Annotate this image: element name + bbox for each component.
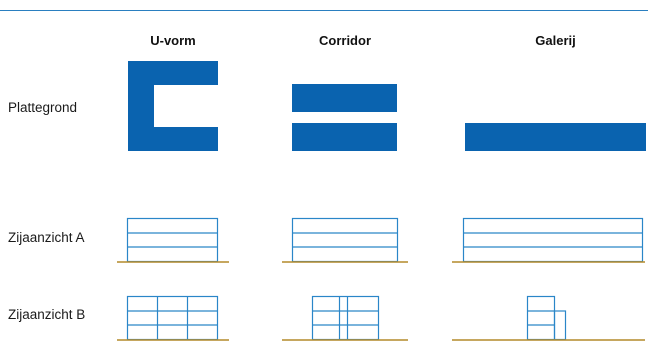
row-label-zijaanzicht-a: Zijaanzicht A <box>8 230 85 245</box>
zijaanzicht-a-u-vorm <box>117 217 229 263</box>
column-header-corridor: Corridor <box>319 33 371 48</box>
column-header-galerij: Galerij <box>535 33 576 48</box>
plattegrond-galerij <box>465 123 646 151</box>
top-rule <box>0 10 648 11</box>
plattegrond-u-vorm <box>128 61 218 151</box>
zijaanzicht-a-corridor <box>282 217 408 263</box>
zijaanzicht-a-galerij <box>452 217 645 263</box>
zijaanzicht-b-corridor <box>282 295 408 341</box>
plattegrond-corridor <box>292 84 397 151</box>
row-label-zijaanzicht-b: Zijaanzicht B <box>8 307 86 322</box>
zijaanzicht-b-galerij <box>452 295 645 341</box>
zijaanzicht-b-u-vorm <box>117 295 229 341</box>
row-label-plattegrond: Plattegrond <box>8 100 78 115</box>
column-header-u-vorm: U-vorm <box>150 33 196 48</box>
